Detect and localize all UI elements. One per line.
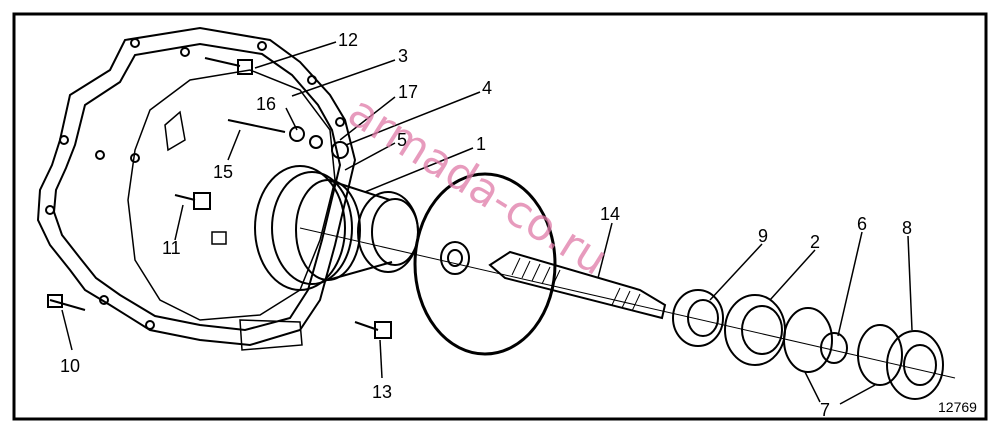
fasteners	[47, 57, 392, 339]
rear-bearing	[886, 330, 944, 400]
callout-label: 1	[476, 134, 486, 154]
callout-label: 14	[600, 204, 620, 224]
small-ring	[820, 332, 848, 364]
callout-label: 3	[398, 46, 408, 66]
callout-label: 6	[857, 214, 867, 234]
figure-number: 12769	[938, 399, 977, 415]
callout-label: 15	[213, 162, 233, 182]
callout-label: 10	[60, 356, 80, 376]
callout-label: 4	[482, 78, 492, 98]
callout-label: 8	[902, 218, 912, 238]
axis-line	[299, 227, 956, 379]
callout-label: 16	[256, 94, 276, 114]
leader-lines	[61, 41, 913, 405]
seal-ring	[672, 289, 724, 347]
small-seal	[440, 241, 470, 275]
diagram-frame	[12, 12, 988, 421]
bearing	[724, 294, 786, 366]
callout-label: 9	[758, 226, 768, 246]
callout-label: 7	[820, 400, 830, 420]
flywheel-housing	[36, 26, 357, 351]
callout-label: 2	[810, 232, 820, 252]
clutch-shaft	[488, 250, 667, 320]
callout-label: 11	[162, 238, 181, 258]
circlips	[783, 307, 903, 386]
o-ring	[413, 172, 557, 356]
callout-label: 13	[372, 382, 392, 402]
callout-label: 12	[338, 30, 358, 50]
callout-labels: 12 3 17 16 4 5 1 15 11 14 9 2 6 8 10 13 …	[60, 30, 912, 420]
callout-label: 17	[398, 82, 418, 102]
callout-label: 5	[397, 130, 407, 150]
